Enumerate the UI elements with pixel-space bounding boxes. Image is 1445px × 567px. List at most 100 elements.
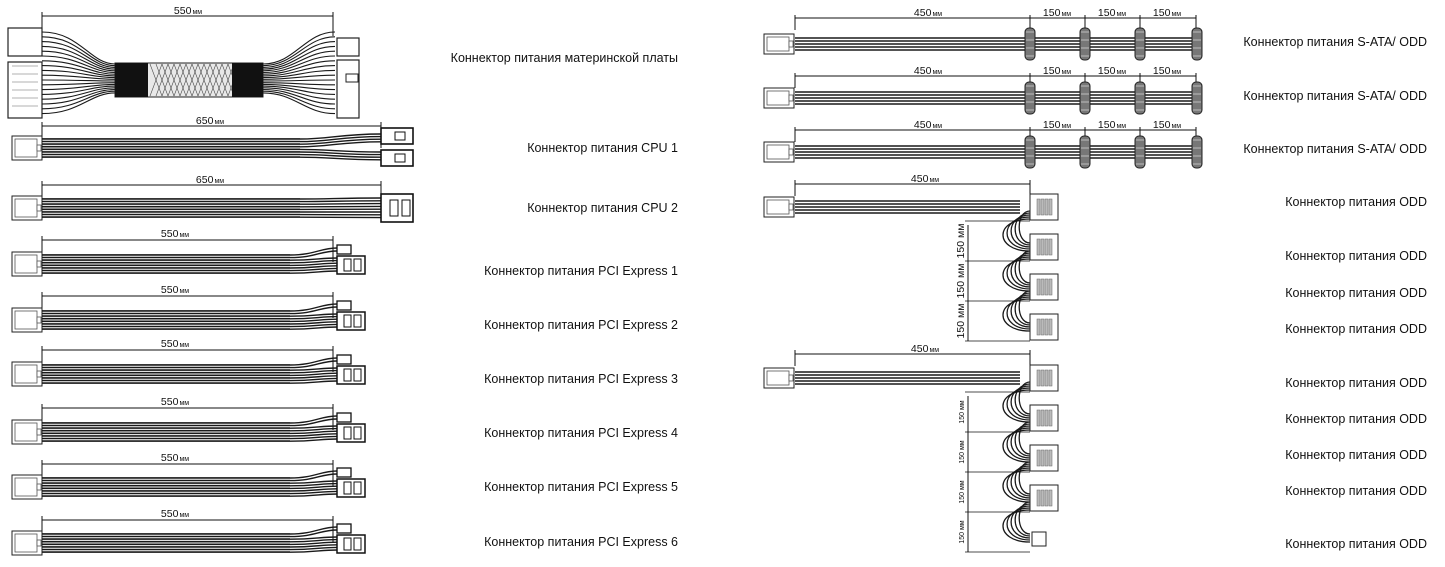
cable-label: Коннектор питания PCI Express 4	[484, 426, 678, 440]
segment-length-label: 150мм	[1153, 65, 1181, 77]
heatshrink-left	[115, 63, 148, 97]
pcie-2pin-connector	[336, 412, 352, 423]
cable-label: Коннектор питания PCI Express 6	[484, 535, 678, 549]
psu-connector	[11, 307, 43, 333]
pcie-2pin-connector	[336, 354, 352, 365]
sata-connector	[1024, 27, 1036, 61]
branch-length-label: 150 мм	[955, 264, 967, 299]
cable-label: Коннектор питания материнской платы	[451, 51, 678, 65]
mb-connector-bottom-right	[336, 59, 360, 119]
cable-label: Коннектор питания ODD	[1285, 195, 1427, 209]
cable-length-label: 450мм	[914, 65, 942, 77]
cable-label: Коннектор питания S-ATA/ ODD	[1243, 142, 1427, 156]
small-floppy-connector	[1031, 531, 1047, 547]
pcie-2pin-connector	[336, 467, 352, 478]
cable-length-label: 450мм	[911, 343, 939, 355]
heatshrink-right	[232, 63, 263, 97]
sata-connector	[1024, 135, 1036, 169]
sata-connector	[1191, 135, 1203, 169]
segment-length-label: 150мм	[1153, 119, 1181, 131]
cable-length-label: 450мм	[914, 119, 942, 131]
psu-connector	[763, 87, 795, 109]
cable-label: Коннектор питания CPU 2	[527, 201, 678, 215]
cable-length-label: 550мм	[174, 5, 202, 17]
psu-connector	[11, 135, 43, 161]
pcie-2pin-connector	[336, 244, 352, 255]
molex-connector	[1029, 193, 1059, 221]
psu-connector	[763, 196, 795, 218]
psu-connector	[11, 419, 43, 445]
cable-label: Коннектор питания PCI Express 1	[484, 264, 678, 278]
segment-length-label: 150мм	[1098, 119, 1126, 131]
cable-length-label: 550мм	[161, 284, 189, 296]
segment-length-label: 150мм	[1098, 65, 1126, 77]
cable-length-label: 550мм	[161, 508, 189, 520]
sata-connector	[1134, 81, 1146, 115]
molex-connector	[1029, 273, 1059, 301]
sata-connector	[1191, 27, 1203, 61]
cable-length-label: 550мм	[161, 338, 189, 350]
cable-label: Коннектор питания ODD	[1285, 448, 1427, 462]
branch-length-label: 150 мм	[955, 224, 967, 259]
sata-connector	[1079, 81, 1091, 115]
molex-connector	[1029, 313, 1059, 341]
cable-label: Коннектор питания ODD	[1285, 286, 1427, 300]
segment-length-label: 150мм	[1098, 7, 1126, 19]
segment-length-label: 150мм	[1043, 119, 1071, 131]
cable-label: Коннектор питания ODD	[1285, 322, 1427, 336]
cable-label: Коннектор питания ODD	[1285, 484, 1427, 498]
mb-connector-top-left	[7, 27, 43, 57]
psu-connector	[763, 367, 795, 389]
cable-length-label: 550мм	[161, 396, 189, 408]
sata-connector	[1191, 81, 1203, 115]
cable-label: Коннектор питания ODD	[1285, 412, 1427, 426]
cable-length-label: 450мм	[914, 7, 942, 19]
psu-connector	[11, 530, 43, 556]
segment-length-label: 150мм	[1043, 65, 1071, 77]
pcie-2pin-connector	[336, 300, 352, 311]
cable-length-label: 450мм	[911, 173, 939, 185]
branch-length-label: 150 мм	[959, 480, 966, 503]
branch-length-label: 150 мм	[959, 400, 966, 423]
segment-length-label: 150мм	[1043, 7, 1071, 19]
pcie-2pin-connector	[336, 523, 352, 534]
cable-label: Коннектор питания ODD	[1285, 249, 1427, 263]
psu-connector	[11, 361, 43, 387]
cable-label: Коннектор питания PCI Express 2	[484, 318, 678, 332]
psu-connector	[763, 33, 795, 55]
molex-connector	[1029, 404, 1059, 432]
cable-length-label: 650мм	[196, 115, 224, 127]
branch-length-label: 150 мм	[959, 440, 966, 463]
segment-length-label: 150мм	[1153, 7, 1181, 19]
cable-label: Коннектор питания ODD	[1285, 376, 1427, 390]
cable-length-label: 650мм	[196, 174, 224, 186]
sata-connector	[1079, 135, 1091, 169]
molex-connector	[1029, 484, 1059, 512]
molex-connector	[1029, 444, 1059, 472]
psu-connector	[11, 195, 43, 221]
branch-length-label: 150 мм	[955, 304, 967, 339]
odd-cable-1: 450мм 150 мм 150 мм 150 мм Коннектор питания…	[763, 173, 1427, 342]
psu-connector	[11, 474, 43, 500]
cable-length-label: 550мм	[161, 452, 189, 464]
molex-connector	[1029, 233, 1059, 261]
psu-connector	[763, 141, 795, 163]
cable-label: Коннектор питания CPU 1	[527, 141, 678, 155]
cable-label: Коннектор питания S-ATA/ ODD	[1243, 35, 1427, 49]
psu-connector	[11, 251, 43, 277]
cable-label: Коннектор питания S-ATA/ ODD	[1243, 89, 1427, 103]
mb-connector-top-right	[336, 37, 360, 57]
cable-length-label: 550мм	[161, 228, 189, 240]
